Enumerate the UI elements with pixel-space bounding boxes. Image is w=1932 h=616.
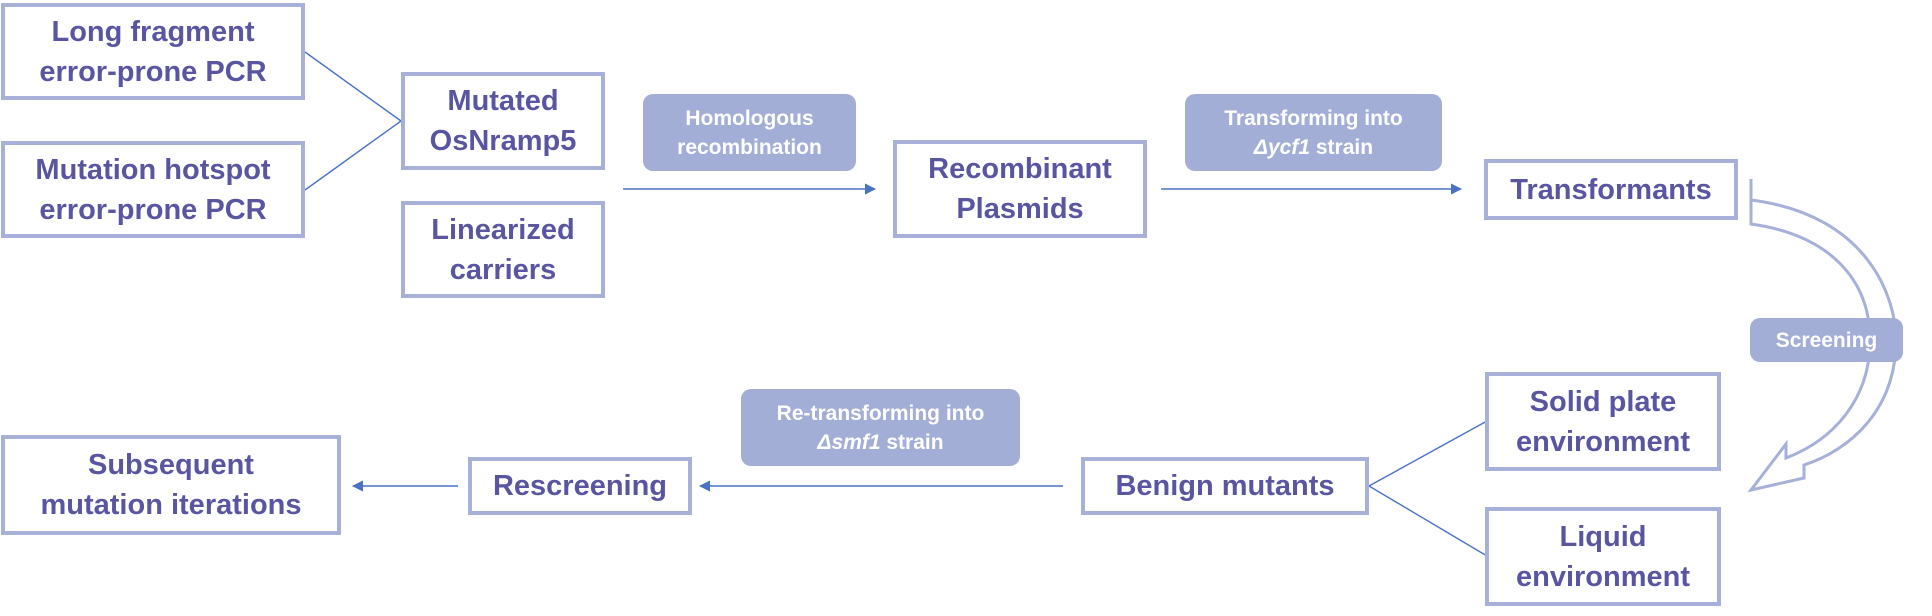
- retransforming-line1: Re-transforming into: [776, 401, 985, 425]
- transforming-label: Transforming into Δycf1 strain: [1185, 94, 1442, 171]
- connector-hotspot: [304, 120, 402, 191]
- transforming-line1: Transforming into: [1224, 106, 1403, 130]
- screening-label: Screening: [1750, 318, 1903, 362]
- long-fragment-pcr-box: Long fragment error-prone PCR: [1, 3, 305, 100]
- transforming-suffix: strain: [1310, 135, 1374, 159]
- rescreening-box: Rescreening: [468, 457, 692, 515]
- linearized-carriers-box: Linearized carriers: [401, 201, 605, 298]
- transformants-box: Transformants: [1484, 159, 1738, 220]
- homologous-recombination-line2: recombination: [677, 135, 822, 159]
- retransforming-line2: Δsmf1 strain: [817, 428, 943, 457]
- mutation-hotspot-pcr-box: Mutation hotspot error-prone PCR: [1, 141, 305, 238]
- recombinant-plasmids-box: Recombinant Plasmids: [893, 140, 1147, 238]
- smf1-strain-name: Δsmf1: [817, 430, 881, 454]
- benign-mutants-box: Benign mutants: [1081, 457, 1369, 515]
- solid-plate-environment-box: Solid plate environment: [1485, 372, 1721, 471]
- ycf1-strain-name: Δycf1: [1253, 135, 1311, 159]
- connector-liquid: [1368, 485, 1488, 557]
- retransforming-suffix: strain: [880, 430, 944, 454]
- screening-curve-arrow: [1747, 179, 1898, 493]
- connector-long-fragment: [304, 51, 402, 122]
- homologous-recombination-label: Homologous recombination: [643, 94, 856, 171]
- liquid-environment-box: Liquid environment: [1485, 507, 1721, 606]
- retransforming-label: Re-transforming into Δsmf1 strain: [741, 389, 1020, 466]
- transforming-line2: Δycf1 strain: [1254, 133, 1373, 162]
- mutated-osnramp5-box: Mutated OsNramp5: [401, 72, 605, 170]
- subsequent-mutation-iterations-box: Subsequent mutation iterations: [1, 435, 341, 535]
- homologous-recombination-line1: Homologous: [685, 106, 814, 130]
- connector-solid-plate: [1368, 420, 1488, 487]
